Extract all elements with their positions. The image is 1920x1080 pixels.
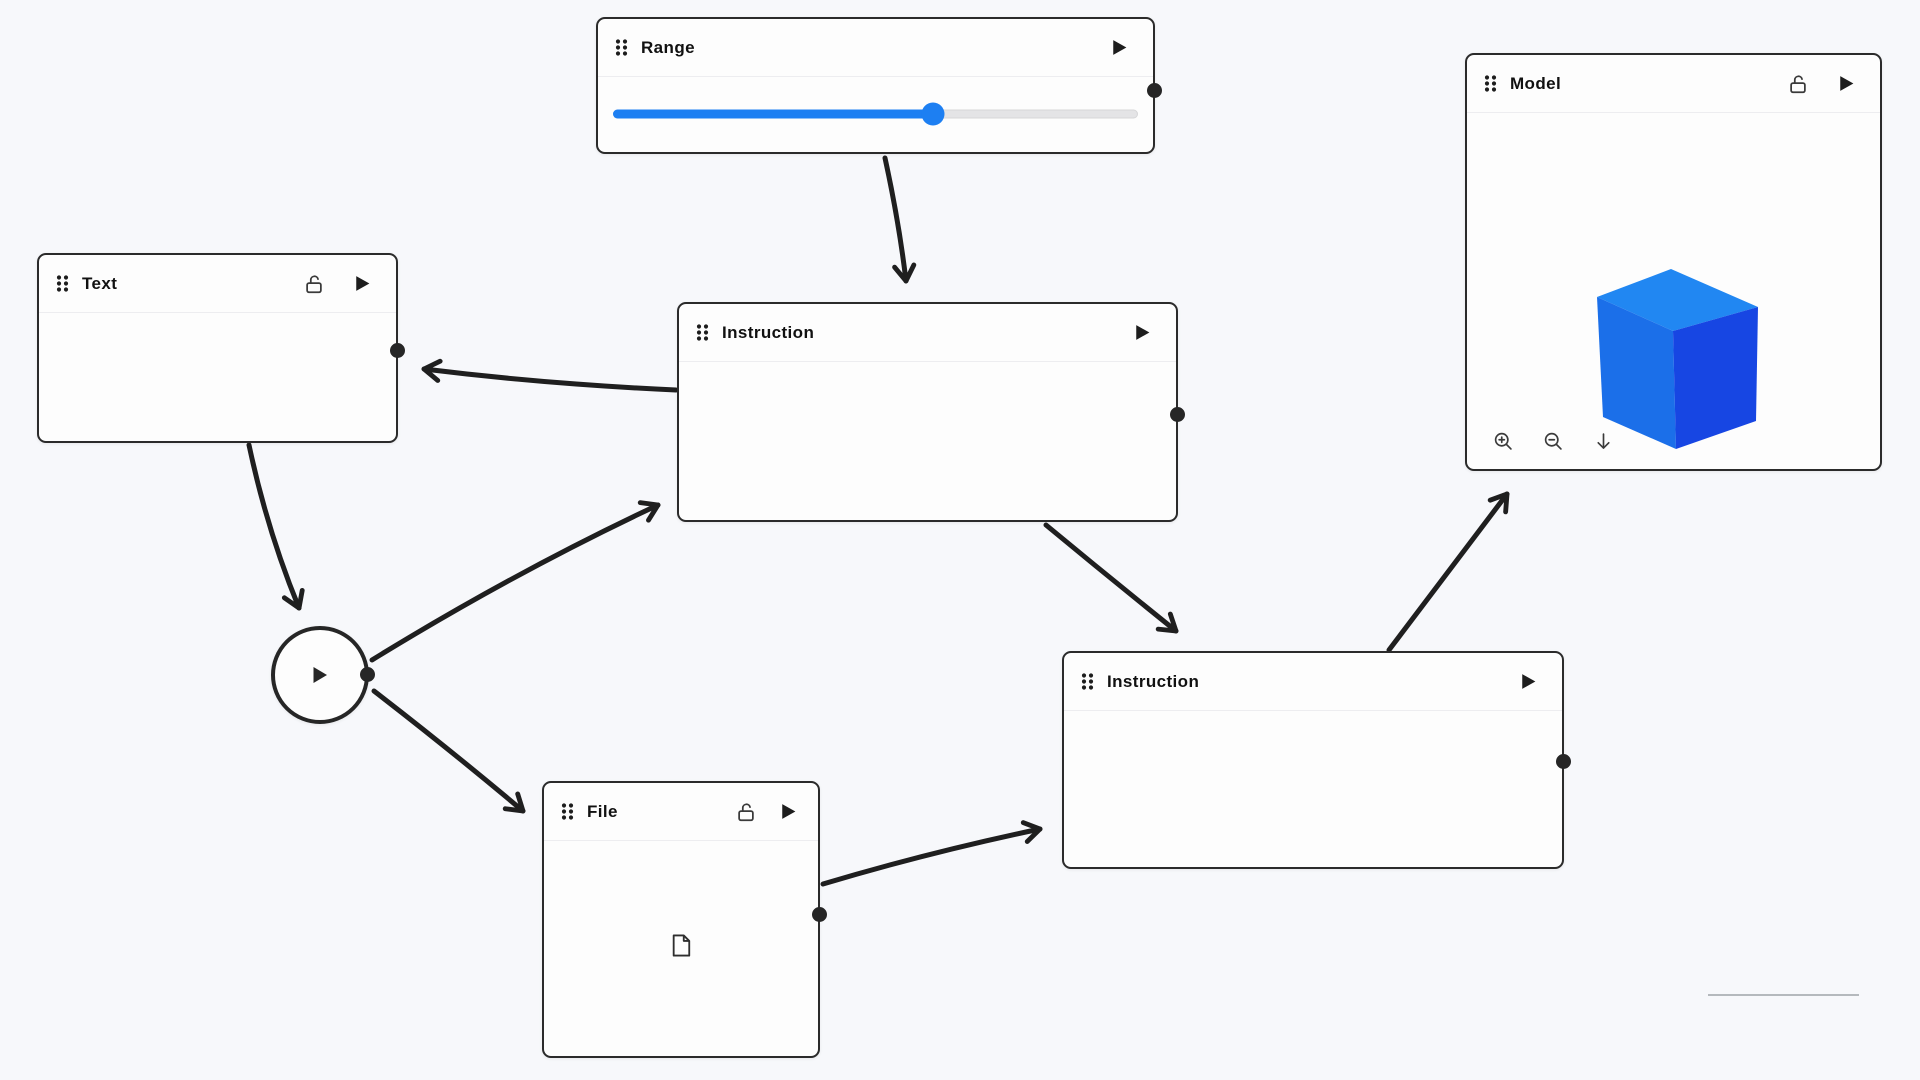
cube-face-left: [1597, 297, 1676, 449]
play-button[interactable]: [1835, 73, 1856, 94]
lock-open-icon: [306, 274, 322, 293]
download-button[interactable]: [1593, 431, 1614, 452]
node-play-circle[interactable]: [271, 626, 375, 724]
output-port[interactable]: [360, 667, 375, 682]
node-file-header: File: [544, 783, 818, 841]
play-icon: [782, 804, 796, 819]
edge-instruction-top-to-instruction-bottom[interactable]: [1043, 522, 1179, 634]
drag-handle-icon[interactable]: [56, 274, 69, 293]
node-title: Instruction: [1107, 671, 1200, 691]
node-title: Instruction: [722, 322, 815, 342]
model-cube: [1585, 268, 1763, 456]
node-text-header: Text: [39, 255, 396, 313]
play-icon: [1113, 40, 1127, 55]
node-model[interactable]: Model: [1465, 53, 1882, 471]
node-instruction-top[interactable]: Instruction: [677, 302, 1185, 522]
zoom-out-button[interactable]: [1543, 431, 1564, 452]
play-button[interactable]: [1108, 37, 1129, 58]
edge-range-to-instruction-top[interactable]: [882, 155, 917, 284]
node-instruction-bottom[interactable]: Instruction: [1062, 651, 1571, 869]
edge-instruction-bottom-to-model[interactable]: [1386, 491, 1510, 653]
play-icon: [1840, 76, 1854, 91]
node-title: File: [587, 801, 618, 821]
drag-handle-icon[interactable]: [1484, 74, 1497, 93]
output-port[interactable]: [1170, 407, 1185, 422]
drag-handle-icon[interactable]: [1081, 672, 1094, 691]
node-title: Range: [641, 37, 695, 57]
range-slider-thumb[interactable]: [921, 102, 945, 126]
file-icon: [670, 934, 692, 963]
node-instruction-top-body[interactable]: [679, 362, 1176, 519]
zoom-out-icon: [1544, 432, 1562, 450]
edge-instruction-top-to-text[interactable]: [421, 358, 679, 393]
lock-button[interactable]: [735, 801, 757, 823]
model-toolbar: [1493, 431, 1614, 452]
zoom-in-button[interactable]: [1493, 431, 1514, 452]
lock-button[interactable]: [1787, 73, 1809, 95]
stray-line: [1708, 994, 1859, 996]
lock-open-icon: [1790, 74, 1806, 93]
drag-handle-icon[interactable]: [615, 38, 628, 57]
node-text-body[interactable]: [39, 313, 396, 440]
cube-face-right: [1673, 307, 1758, 449]
lock-open-icon: [738, 802, 754, 821]
node-title: Text: [82, 273, 118, 293]
play-icon: [313, 667, 327, 683]
node-instruction-bottom-body[interactable]: [1064, 711, 1562, 866]
play-icon: [1136, 325, 1150, 340]
output-port[interactable]: [1556, 754, 1571, 769]
output-port[interactable]: [390, 343, 405, 358]
node-file[interactable]: File: [542, 781, 827, 1058]
play-icon: [356, 276, 370, 291]
range-slider-fill: [613, 109, 934, 119]
edge-play-circle-to-instruction-top[interactable]: [369, 500, 661, 663]
edge-text-to-play-circle[interactable]: [246, 442, 305, 611]
cube-face-top: [1597, 269, 1758, 331]
node-range[interactable]: Range: [596, 17, 1162, 154]
play-button[interactable]: [351, 273, 372, 294]
node-instruction-top-header: Instruction: [679, 304, 1176, 362]
drag-handle-icon[interactable]: [561, 802, 574, 821]
range-slider[interactable]: [613, 102, 1138, 126]
output-port[interactable]: [812, 907, 827, 922]
play-icon: [1522, 674, 1536, 689]
play-button[interactable]: [1131, 322, 1152, 343]
play-button[interactable]: [777, 801, 798, 822]
edge-file-to-instruction-bottom[interactable]: [820, 820, 1043, 887]
node-instruction-bottom-header: Instruction: [1064, 653, 1562, 711]
edge-play-circle-to-file[interactable]: [371, 688, 526, 814]
node-model-header: Model: [1467, 55, 1880, 113]
node-range-header: Range: [598, 19, 1153, 77]
node-title: Model: [1510, 73, 1562, 93]
node-range-body: [598, 77, 1153, 151]
play-button[interactable]: [1517, 671, 1538, 692]
zoom-in-icon: [1494, 432, 1512, 450]
lock-button[interactable]: [303, 273, 325, 295]
download-arrow-icon: [1597, 433, 1610, 449]
file-drop-area[interactable]: [544, 841, 818, 1055]
output-port[interactable]: [1147, 83, 1162, 98]
node-text[interactable]: Text: [37, 253, 405, 443]
drag-handle-icon[interactable]: [696, 323, 709, 342]
model-viewport[interactable]: [1467, 113, 1880, 468]
